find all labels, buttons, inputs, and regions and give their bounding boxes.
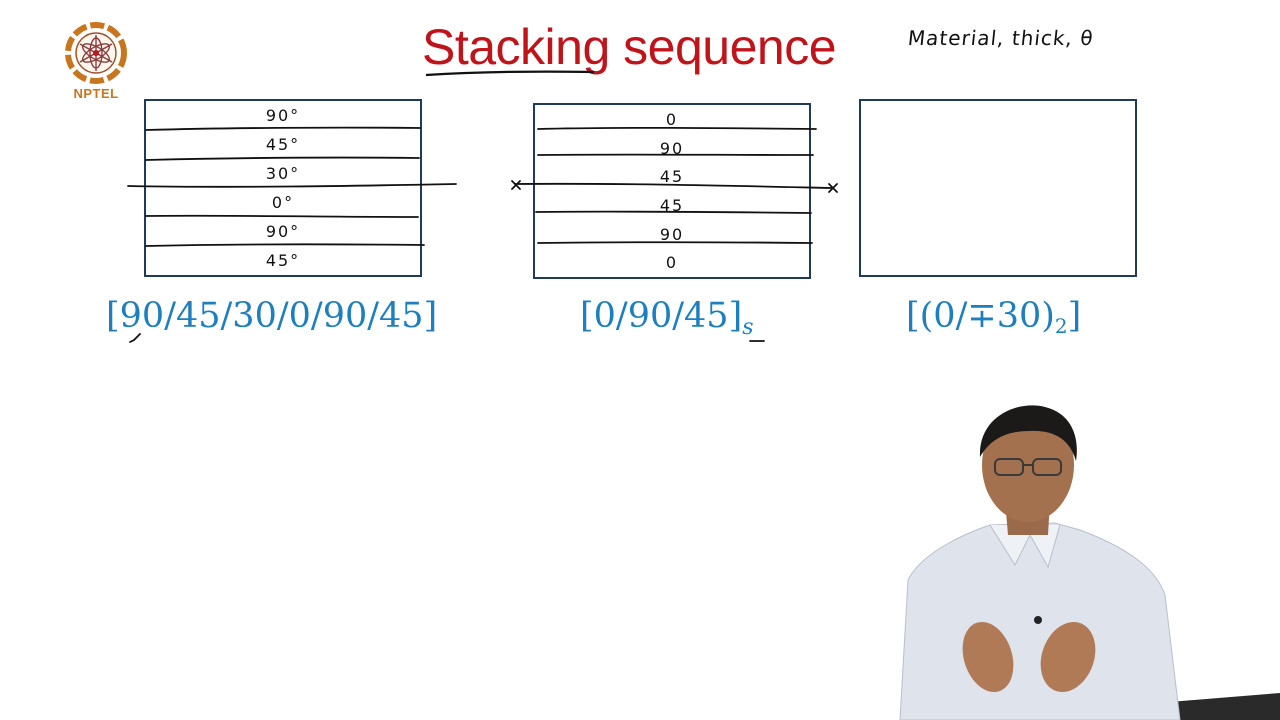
laminate-diagram-3 — [859, 99, 1137, 277]
notation-main: [0/90/45] — [580, 296, 743, 336]
ply-label: 45° — [265, 251, 301, 270]
stacking-notation-3: [(0/∓30)2] — [906, 296, 1081, 338]
handwritten-note: Material, thick, θ — [906, 26, 1095, 50]
ply-label: 30° — [265, 164, 301, 183]
ply-label: 0 — [665, 253, 679, 273]
lapel-mic — [1034, 616, 1042, 624]
presenter-glasses — [994, 458, 1062, 476]
presenter-left-hand — [962, 621, 1014, 693]
presenter-right-hand — [1040, 622, 1096, 692]
ply-label: 45 — [659, 167, 685, 187]
laminate-diagram-2: 0 90 45 45 90 0 — [533, 103, 811, 279]
ply-label: 90 — [659, 224, 685, 244]
ply-label: 90 — [659, 138, 685, 158]
laminate-diagram-1: 90° 45° 30° 0° 90° 45° — [144, 99, 422, 277]
ply-label: 45 — [659, 195, 685, 215]
notation-subscript: s — [742, 315, 754, 340]
ply-label: 0 — [665, 109, 679, 129]
ply-label: 90° — [265, 222, 301, 241]
presenter-video — [899, 405, 1280, 720]
logo-text: NPTEL — [73, 86, 119, 101]
presenter-hair — [979, 405, 1077, 461]
slide-title: Stacking sequence — [422, 19, 837, 75]
stacking-notation-2: [0/90/45]s — [580, 296, 754, 340]
notation-main: [(0/∓30) — [906, 296, 1055, 336]
nptel-logo: NPTEL — [58, 20, 138, 106]
cross-mark — [511, 180, 521, 190]
stacking-notation-1: [90/45/30/0/90/45] — [106, 296, 438, 336]
nptel-emblem-icon — [65, 22, 127, 84]
ply-label: 90° — [265, 106, 301, 125]
title-underline — [425, 70, 595, 77]
notation-subscript: 2 — [1054, 314, 1068, 338]
cross-mark — [828, 183, 838, 193]
ply-label: 45° — [265, 135, 301, 154]
ply-label: 0° — [271, 193, 295, 212]
notation-close: ] — [1067, 296, 1082, 336]
